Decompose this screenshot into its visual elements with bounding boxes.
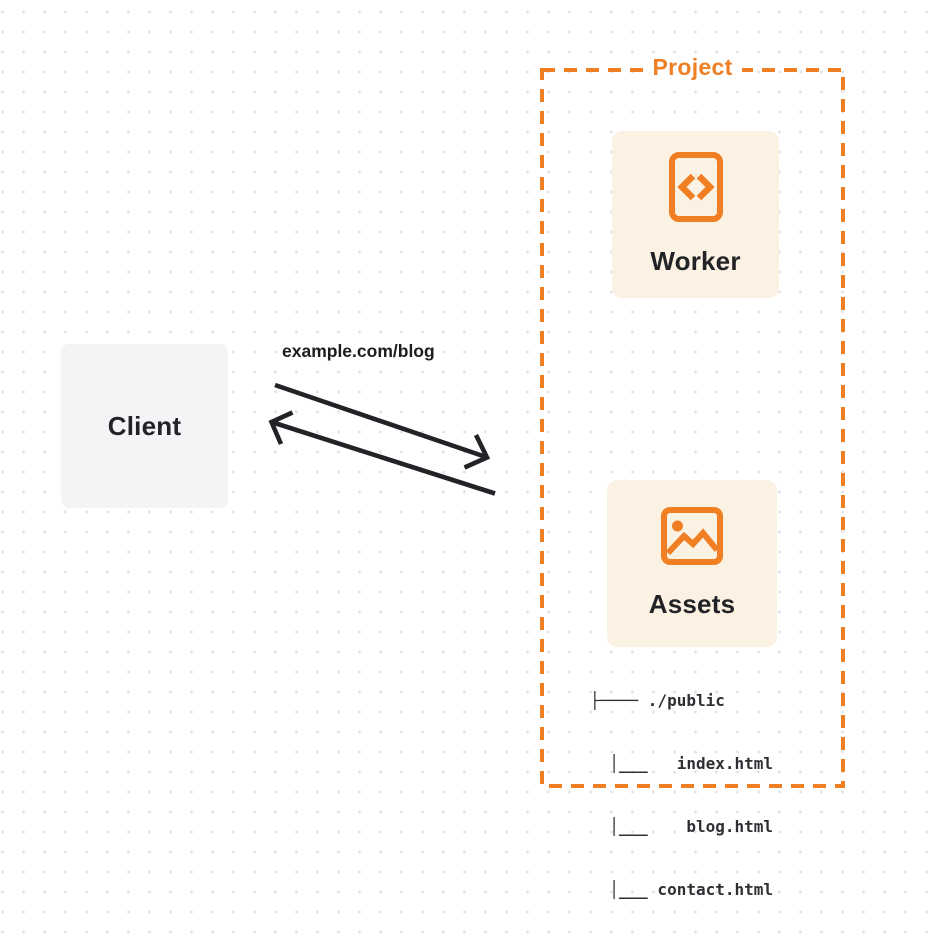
file-tree-line: │___ index.html: [590, 754, 774, 773]
diagram-canvas: { "client": { "label": "Client" }, "requ…: [0, 0, 938, 899]
request-response-arrows: [268, 382, 496, 496]
file-tree-line: ├──── ./public: [590, 691, 725, 710]
client-label: Client: [107, 410, 182, 441]
request-url-label: example.com/blog: [282, 341, 435, 361]
project-dashed-border: [540, 68, 845, 788]
client-node: Client: [61, 344, 228, 508]
worker-node: Worker: [612, 131, 779, 298]
project-container: Project Worker Assets ├──── ./public │__…: [540, 54, 845, 899]
request-arrowhead: [463, 433, 491, 470]
request-arrow-line: [274, 382, 487, 460]
code-brackets-icon: [668, 152, 723, 222]
assets-file-tree: ├──── ./public │___ index.html │___ blog…: [590, 648, 773, 942]
response-arrow-line: [272, 420, 496, 496]
image-icon: [661, 507, 723, 565]
assets-node: Assets: [607, 480, 777, 647]
assets-label: Assets: [648, 589, 736, 619]
file-tree-line: │___ contact.html: [590, 880, 774, 899]
file-tree-line: │___ blog.html: [590, 817, 774, 836]
worker-label: Worker: [650, 246, 741, 276]
response-arrowhead: [268, 410, 294, 445]
project-label: Project: [643, 54, 742, 80]
